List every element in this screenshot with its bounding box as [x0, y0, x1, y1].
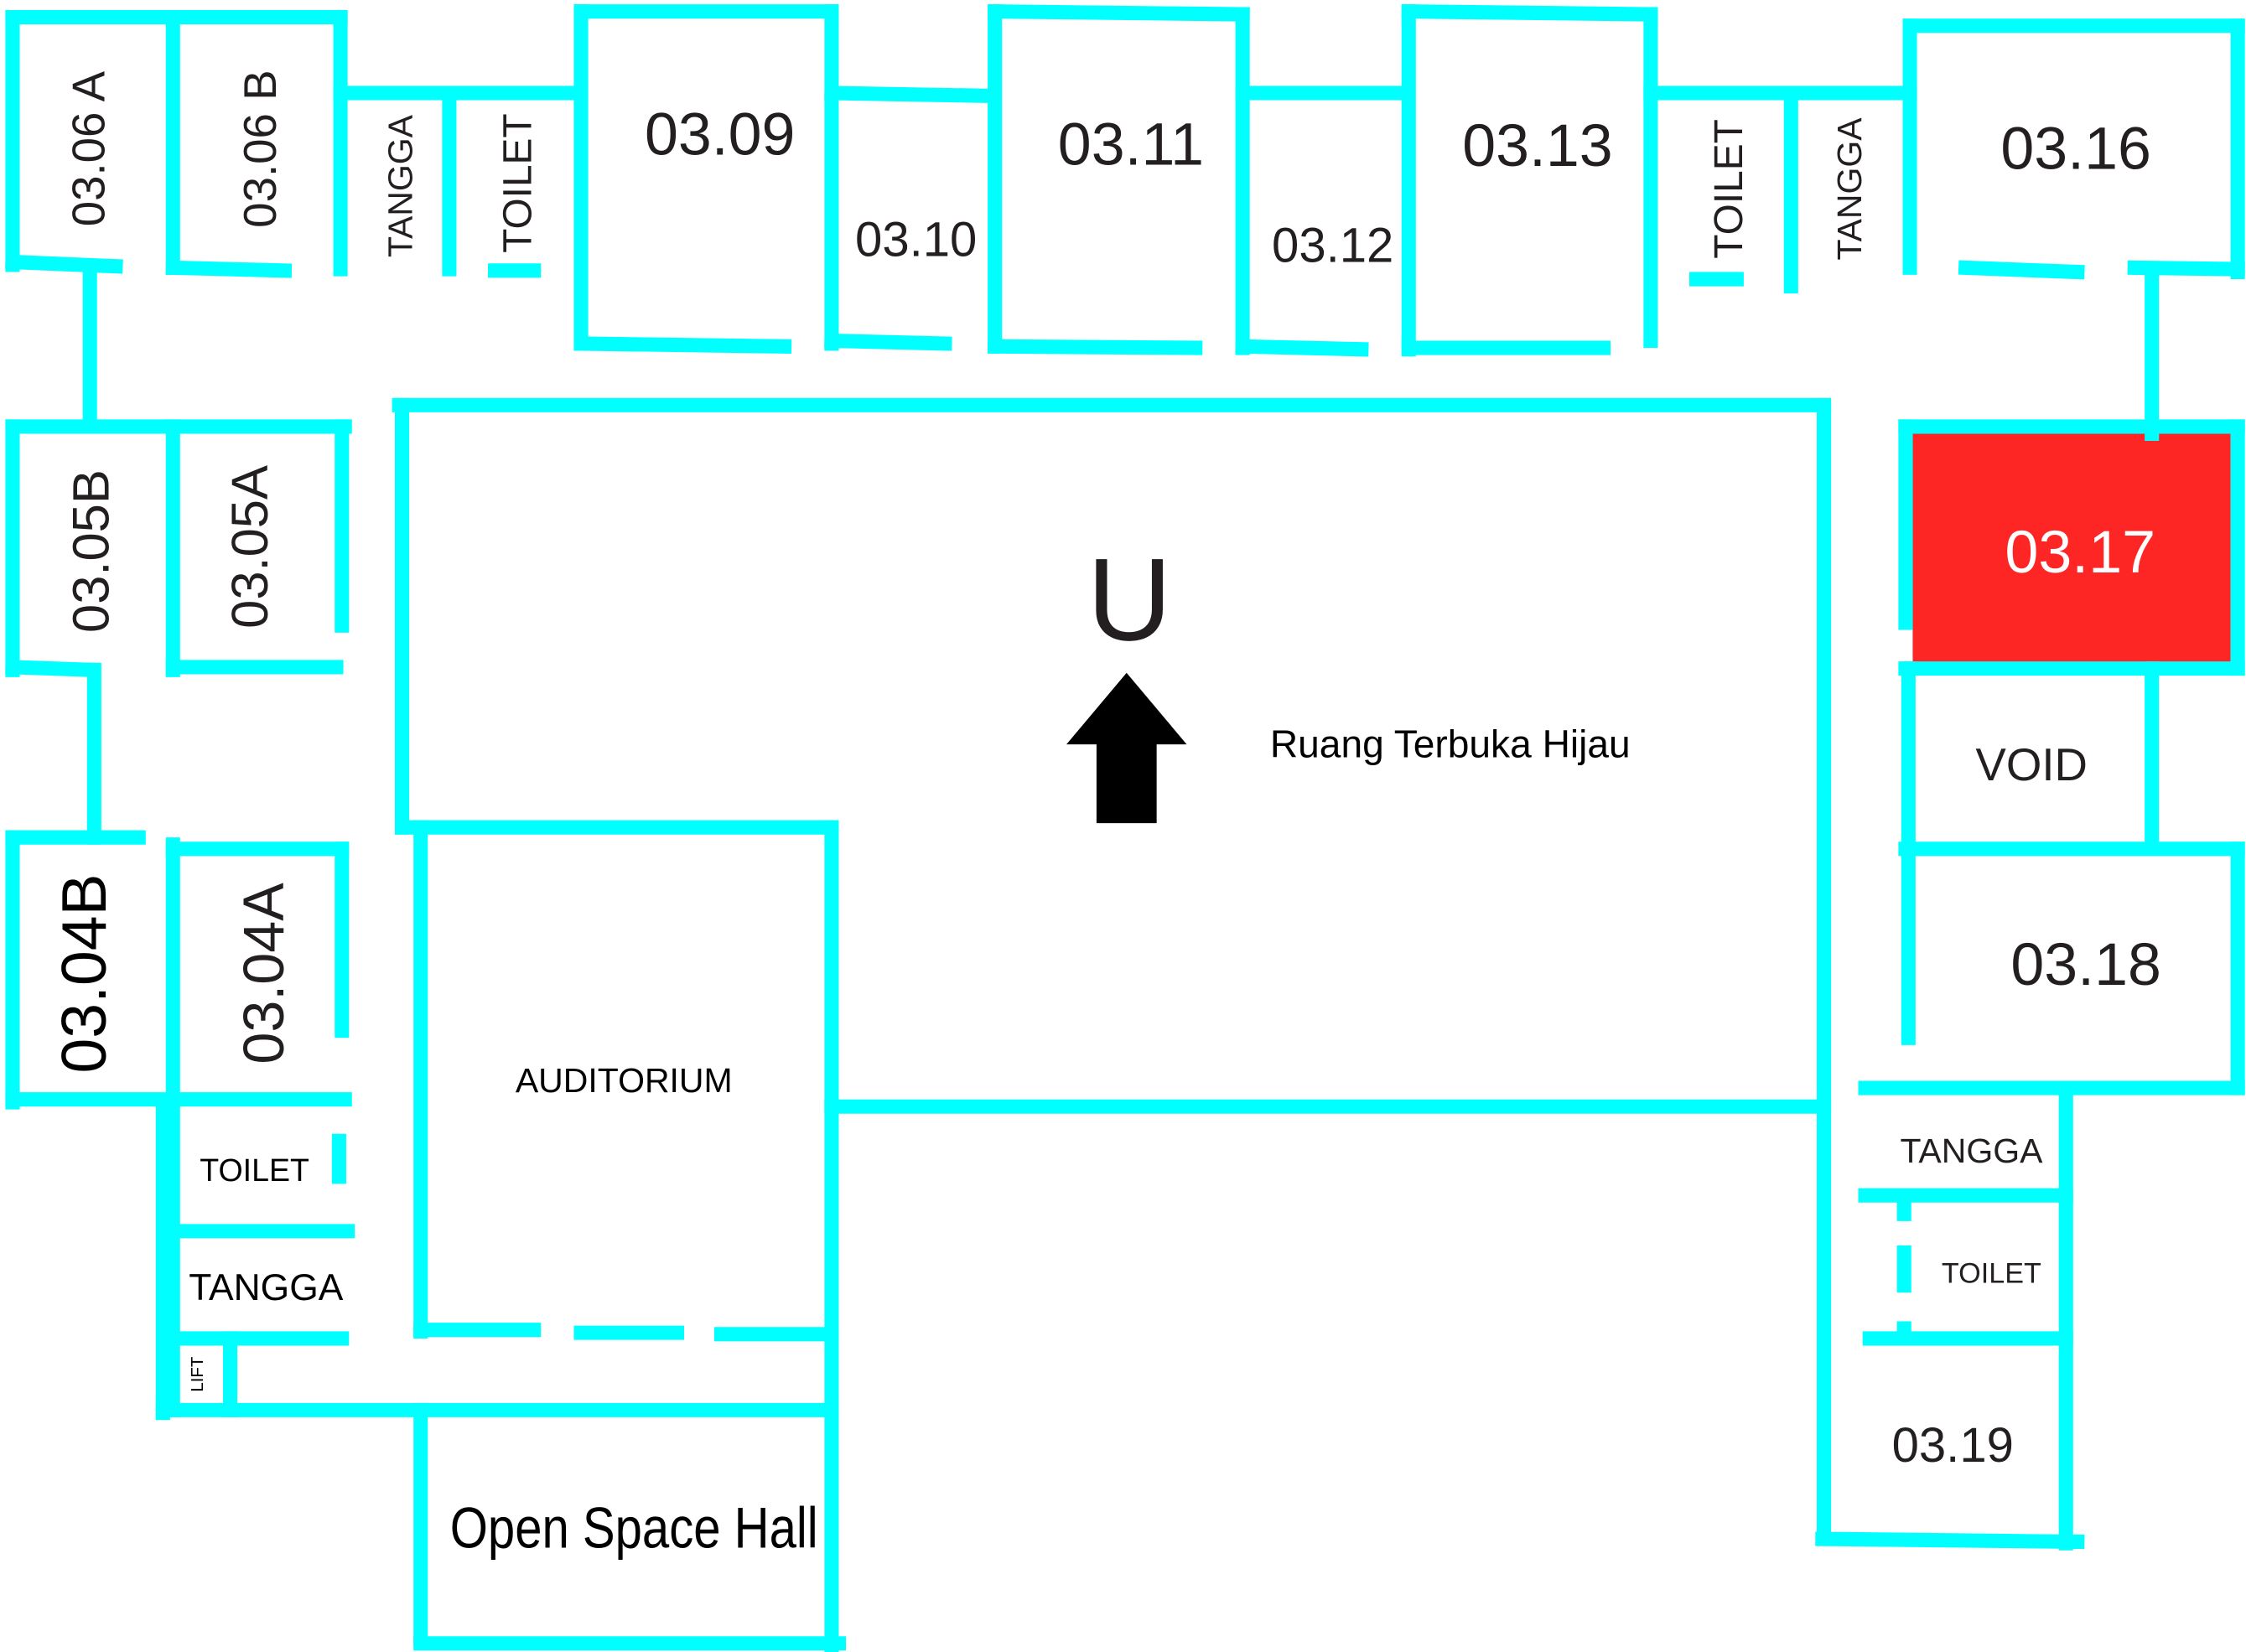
auditorium-label[interactable]: AUDITORIUM — [516, 1061, 733, 1100]
tangga-top-right-label[interactable]: TANGGA — [1830, 117, 1869, 261]
room-03-04a-label[interactable]: 03.04A — [232, 883, 296, 1064]
wall-segment — [1235, 339, 1369, 357]
open-space-hall-label[interactable]: Open Space Hall — [450, 1497, 818, 1560]
wall-segment — [824, 85, 999, 104]
lift-label[interactable]: LIFT — [188, 1356, 207, 1392]
wall-segment — [987, 4, 1250, 22]
green-space-label[interactable]: Ruang Terbuka Hijau — [1270, 722, 1631, 766]
toilet-right-label[interactable]: TOILET — [1942, 1257, 2041, 1289]
toilet-top-right-label[interactable]: TOILET — [1707, 119, 1751, 259]
room-03-17-label[interactable]: 03.17 — [2005, 519, 2155, 586]
tangga-top-left-label[interactable]: TANGGA — [381, 114, 419, 257]
wall-segment — [1958, 260, 2085, 280]
wall-segment — [165, 260, 293, 278]
room-03-05b-label[interactable]: 03.05B — [62, 469, 120, 633]
wall-segment — [573, 336, 792, 354]
room-03-11-label[interactable]: 03.11 — [1058, 111, 1204, 178]
room-03-06b-label[interactable]: 03.06 B — [235, 70, 286, 227]
room-03-19-label[interactable]: 03.19 — [1892, 1418, 2014, 1473]
room-03-17-highlight[interactable] — [1912, 433, 2231, 666]
wall-segment — [1815, 1531, 2085, 1550]
wall-segment — [824, 333, 952, 351]
north-label: U — [1087, 533, 1172, 665]
room-03-13-label[interactable]: 03.13 — [1462, 112, 1612, 179]
room-03-10-label[interactable]: 03.10 — [855, 213, 977, 267]
room-03-12-label[interactable]: 03.12 — [1272, 219, 1393, 273]
room-03-16-label[interactable]: 03.16 — [2000, 116, 2150, 183]
room-03-18-label[interactable]: 03.18 — [2010, 931, 2160, 998]
toilet-left-label[interactable]: TOILET — [200, 1152, 309, 1188]
room-03-09-label[interactable]: 03.09 — [645, 101, 795, 168]
room-03-05a-label[interactable]: 03.05A — [221, 465, 279, 629]
tangga-left-label[interactable]: TANGGA — [189, 1267, 344, 1308]
wall-segment — [5, 660, 101, 678]
wall-segment — [5, 254, 123, 274]
void-label: VOID — [1975, 739, 2088, 790]
north-arrow-icon — [1066, 672, 1187, 824]
room-03-04b-label[interactable]: 03.04B — [49, 873, 119, 1073]
room-03-06a-label[interactable]: 03.06 A — [63, 70, 114, 226]
wall-segment — [988, 339, 1203, 355]
wall-segment — [1401, 4, 1658, 22]
walls — [5, 4, 2245, 1652]
tangga-right-label[interactable]: TANGGA — [1900, 1132, 2043, 1170]
toilet-top-left-label[interactable]: TOILET — [495, 113, 540, 253]
